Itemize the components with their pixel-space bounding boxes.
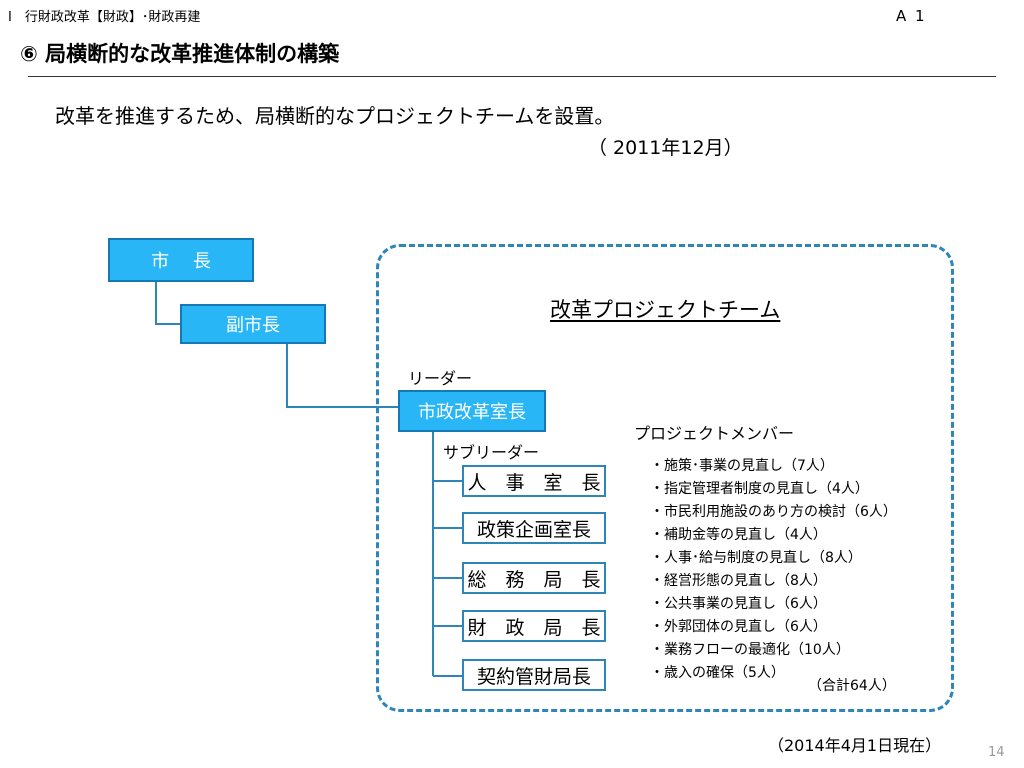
- list-item: ・外郭団体の見直し（6人）: [650, 619, 827, 635]
- subleader-box-finance: 財 政 局 長: [462, 610, 606, 642]
- list-item: ・施策･事業の見直し（7人）: [650, 458, 834, 474]
- list-item: ・市民利用施設のあり方の検討（6人）: [650, 504, 897, 520]
- page-number: 14: [988, 745, 1005, 760]
- reform-head-box: 市政改革室長: [398, 390, 546, 432]
- connector-vice-head: [286, 344, 398, 408]
- list-item: ・人事･給与制度の見直し（8人）: [650, 550, 862, 566]
- subleader-label: サブリーダー: [443, 443, 540, 462]
- subleader-name: 総 務 局 長: [467, 568, 601, 591]
- mayor-label: 市 長: [151, 251, 211, 272]
- subleader-box-personnel: 人 事 室 長: [462, 465, 606, 497]
- list-item: ・歳入の確保（5人）: [650, 665, 785, 681]
- subleader-box-general-affairs: 総 務 局 長: [462, 562, 606, 594]
- as-of-date: （2014年4月1日現在）: [768, 736, 942, 755]
- description-date: （ 2011年12月）: [588, 137, 743, 159]
- subleader-box-contracts: 契約管財局長: [462, 659, 606, 691]
- subleader-name: 人 事 室 長: [467, 471, 601, 494]
- vice-mayor-box: 副市長: [180, 304, 326, 344]
- list-item: ・公共事業の見直し（6人）: [650, 596, 827, 612]
- subleader-name: 契約管財局長: [476, 665, 591, 688]
- page-title: ⑥ 局横断的な改革推進体制の構築: [20, 42, 340, 66]
- members-list: ・施策･事業の見直し（7人） ・指定管理者制度の見直し（4人） ・市民利用施設の…: [650, 455, 897, 685]
- connector-mayor-vice: [155, 282, 180, 325]
- description-text: 改革を推進するため、局横断的なプロジェクトチームを設置。: [55, 104, 615, 128]
- mayor-box: 市 長: [108, 238, 254, 282]
- list-item: ・補助金等の見直し（4人）: [650, 527, 827, 543]
- subleader-name: 財 政 局 長: [467, 616, 601, 639]
- project-team-frame: [376, 244, 954, 712]
- members-label: プロジェクトメンバー: [634, 424, 795, 443]
- subleader-name: 政策企画室長: [476, 518, 591, 541]
- leader-label: リーダー: [408, 369, 473, 388]
- page-id: A 1: [896, 7, 927, 25]
- list-item: ・指定管理者制度の見直し（4人）: [650, 481, 869, 497]
- list-item: ・経営形態の見直し（8人）: [650, 573, 827, 589]
- project-team-title: 改革プロジェクトチーム: [550, 298, 781, 322]
- title-divider: [28, 76, 996, 77]
- vice-mayor-label: 副市長: [226, 315, 280, 336]
- subleader-box-policy: 政策企画室長: [462, 512, 606, 544]
- section-heading: Ⅰ 行財政改革【財政】･財政再建: [8, 10, 201, 25]
- reform-head-label: 市政改革室長: [418, 402, 526, 423]
- members-total: （合計64人）: [808, 678, 896, 694]
- list-item: ・業務フローの最適化（10人）: [650, 642, 850, 658]
